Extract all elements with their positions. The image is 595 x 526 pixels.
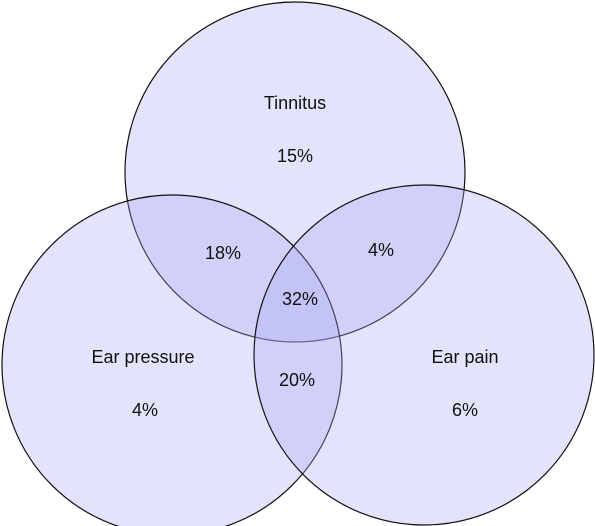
tinnitus-label: Tinnitus (264, 93, 326, 113)
all-three-value: 32% (282, 289, 318, 309)
tinnitus-ear-pressure-value: 18% (205, 243, 241, 263)
ear-pain-circle (253, 184, 595, 526)
tinnitus-circle (124, 1, 466, 343)
ear-pressure-label: Ear pressure (91, 347, 194, 367)
ear-pressure-only-value: 4% (132, 400, 158, 420)
ear-pain-label: Ear pain (431, 347, 498, 367)
ear-pressure-ear-pain-value: 20% (279, 370, 315, 390)
ear-pain-only-value: 6% (452, 400, 478, 420)
tinnitus-ear-pain-value: 4% (368, 240, 394, 260)
tinnitus-only-value: 15% (277, 146, 313, 166)
ear-pressure-circle (1, 194, 343, 526)
